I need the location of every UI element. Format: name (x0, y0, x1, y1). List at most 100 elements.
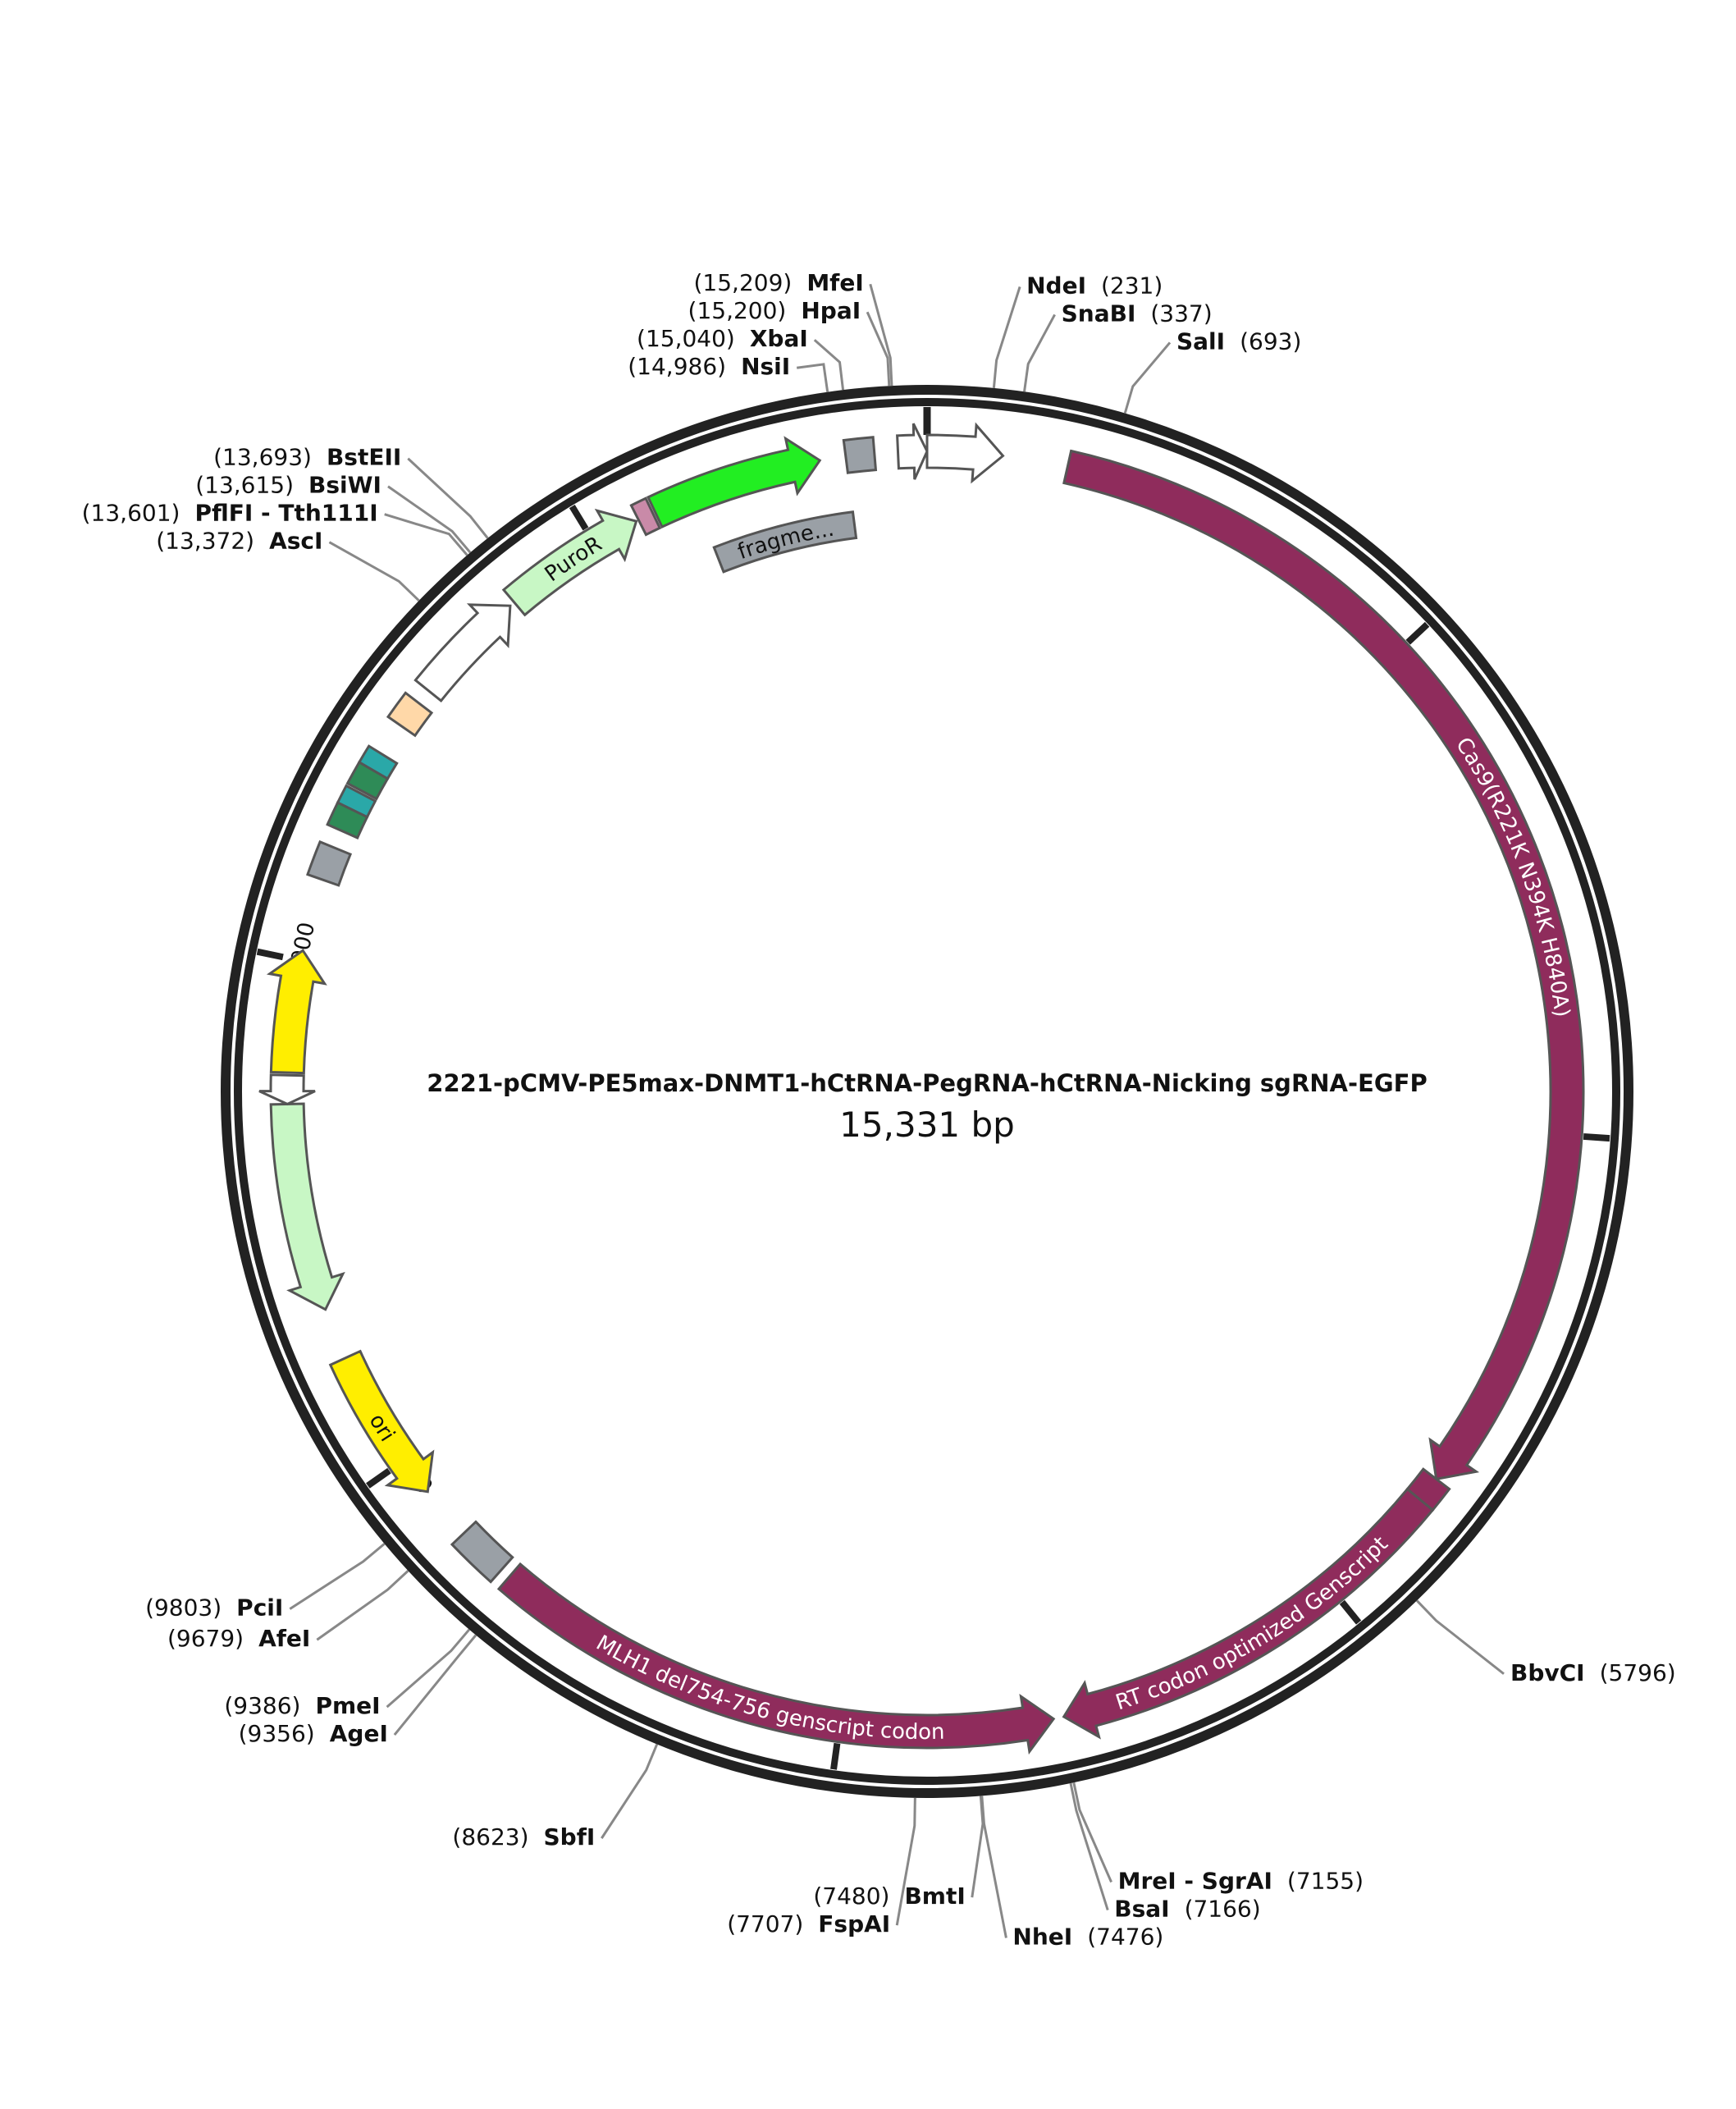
site-leader-line (393, 1634, 477, 1736)
site-leader-line (1023, 313, 1056, 392)
site-position: (15,040) (637, 325, 735, 352)
site-label: NdeI (231) (1026, 272, 1163, 299)
site-position: (231) (1101, 272, 1163, 299)
site-label: (9386)PmeI (224, 1692, 380, 1719)
site-label: (15,209) MfeI (693, 269, 863, 296)
site-name: BmtI (904, 1883, 965, 1910)
tick-mark (1583, 1132, 1610, 1142)
site-position: (7476) (1087, 1924, 1163, 1951)
site-leader-line (869, 283, 893, 387)
site-name: PflFI - Tth111I (194, 500, 377, 527)
feature-tl2 (357, 744, 399, 780)
site-label: (7707)FspAI (727, 1910, 890, 1937)
site-label: (13,601)PflFI - Tth111I (82, 500, 378, 527)
feature-pink-small (629, 496, 662, 537)
site-position: (13,693) (213, 444, 312, 471)
site-leader-line (971, 1796, 984, 1898)
site-leader-line (601, 1743, 659, 1839)
site-leader-line (796, 363, 829, 392)
feature-fragment (712, 510, 858, 574)
site-label: BsaI (7166) (1114, 1896, 1260, 1923)
feature-tl1 (336, 784, 377, 819)
site-position: (693) (1240, 327, 1301, 355)
feature-peach (386, 691, 434, 738)
feature-ori (328, 1349, 435, 1494)
site-label: (9356)AgeI (239, 1720, 388, 1747)
site-leader-line (407, 457, 489, 539)
backbone-outer-circle (221, 385, 1633, 1798)
site-position: (9803) (145, 1594, 222, 1622)
site-label: (13,693) BstEII (213, 444, 401, 471)
site-name: BsaI (1114, 1896, 1169, 1923)
site-position: (13,615) (195, 472, 294, 499)
site-name: NheI (1012, 1924, 1072, 1951)
site-leader-line (992, 286, 1021, 388)
site-label: (15,040) XbaI (637, 325, 808, 352)
site-label: NheI (7476) (1012, 1924, 1163, 1951)
tick-mark (366, 1467, 391, 1489)
plasmid-name: 2221-pCMV-PE5max-DNMT1-hCtRNA-PegRNA-hCt… (427, 1069, 1427, 1097)
site-leader-line (1123, 341, 1172, 414)
feature-cas9 (1062, 449, 1585, 1481)
feature-grey-top (842, 436, 878, 474)
site-name: SalI (1176, 327, 1225, 355)
feature-rt (1062, 1487, 1435, 1740)
site-label: (13,615)BsiWI (195, 472, 381, 499)
site-position: (15,200) (688, 297, 787, 324)
restriction-sites: NdeI (231)SnaBI(337)SalI (693) BbvCI (5796) M… (82, 269, 1676, 1950)
site-name: NdeI (1026, 272, 1086, 299)
site-label: (14,986) NsiI (628, 353, 790, 380)
site-position: (7155) (1287, 1868, 1364, 1895)
site-leader-line (1415, 1599, 1505, 1675)
site-label: MreI - SgrAI (7155) (1118, 1868, 1364, 1895)
site-name: NsiI (741, 353, 790, 380)
site-name: BstEII (327, 444, 401, 471)
site-leader-line (813, 339, 845, 391)
site-label: SalI (693) (1176, 327, 1301, 355)
tick-mark (569, 504, 589, 531)
site-label: (9803) PciI (145, 1594, 283, 1622)
site-name: PciI (236, 1594, 283, 1622)
feature-puror (501, 508, 638, 617)
site-leader-line (316, 1570, 409, 1641)
backbone-ring (221, 385, 1633, 1798)
site-name: BbvCI (1510, 1659, 1585, 1686)
site-name: FspAI (818, 1910, 890, 1937)
feature-egfp (646, 436, 822, 529)
site-name: MfeI (806, 269, 863, 296)
tick-mark (256, 948, 284, 961)
tick-mark (1339, 1599, 1362, 1625)
feature-grey-10k (450, 1520, 514, 1584)
site-leader-line (384, 513, 468, 556)
site-position: (7166) (1185, 1896, 1261, 1923)
site-position: (8623) (452, 1823, 528, 1851)
site-position: (13,372) (156, 528, 254, 555)
feature-yellow-12k (266, 949, 327, 1075)
site-name: XbaI (750, 325, 808, 352)
site-label: (13,372) AscI (156, 528, 322, 555)
site-leader-line (1069, 1782, 1109, 1910)
site-name: AfeI (258, 1625, 310, 1652)
feature-white-top (896, 423, 929, 480)
site-position: (15,209) (693, 269, 792, 296)
site-name: SbfI (544, 1823, 596, 1851)
site-leader-line (289, 1543, 386, 1610)
feature-mlh1 (496, 1562, 1056, 1755)
site-leader-line (328, 541, 420, 602)
site-leader-line (1072, 1782, 1112, 1883)
site-position: (337) (1150, 300, 1212, 327)
plasmid-size: 15,331 bp (839, 1105, 1015, 1145)
site-label: SnaBI(337) (1062, 300, 1213, 327)
site-name: AgeI (330, 1720, 388, 1747)
site-position: (5796) (1600, 1659, 1676, 1686)
site-name: MreI - SgrAI (1118, 1868, 1272, 1895)
tick-mark (830, 1742, 841, 1770)
site-position: (14,986) (628, 353, 726, 380)
feature-promoter-white (258, 1073, 316, 1106)
site-name: AscI (269, 528, 322, 555)
feature-promoter-white-2 (413, 603, 512, 703)
backbone-inner-circle (234, 398, 1620, 1785)
site-leader-line (386, 1628, 471, 1709)
site-leader-line (866, 311, 891, 387)
